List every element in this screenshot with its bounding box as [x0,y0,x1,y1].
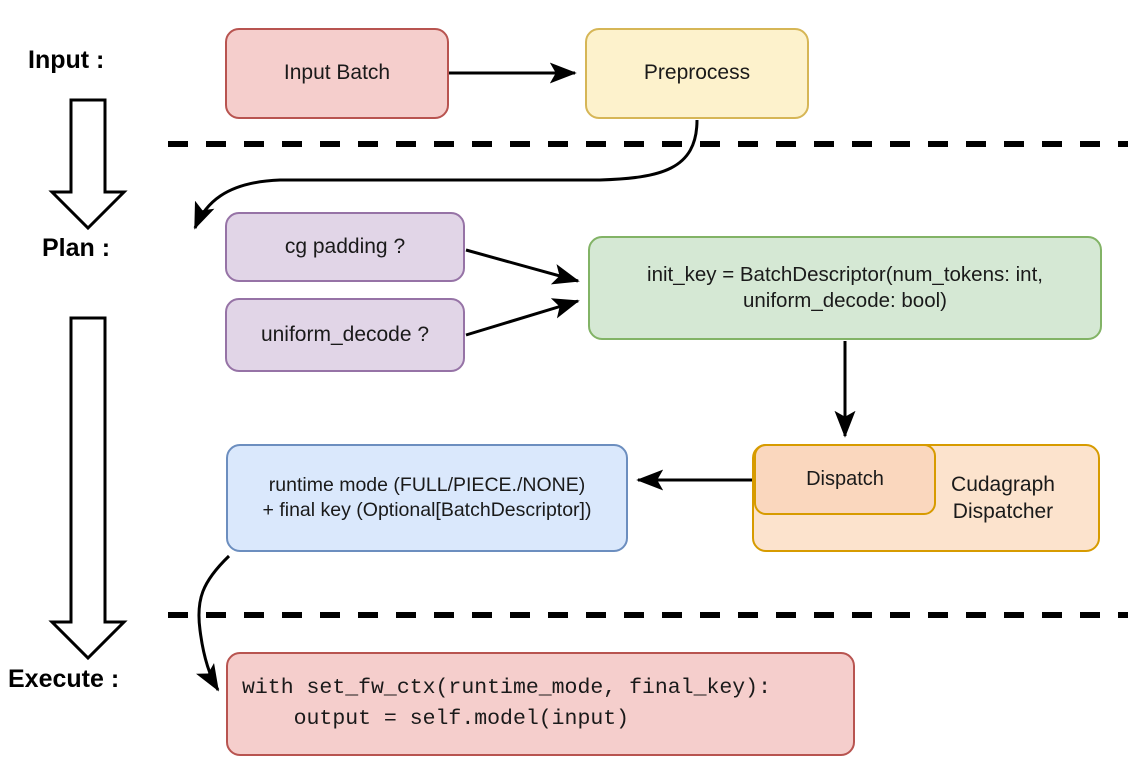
edge-uniform-decode-to-init-key [465,298,580,337]
node-input-batch-label: Input Batch [283,61,391,85]
node-init-key-line1: init_key = BatchDescriptor(num_tokens: i… [647,262,1043,286]
stage-label-execute: Execute : [8,665,120,693]
edge-cg-padding-to-init-key [465,248,580,285]
node-runtime-mode[interactable]: runtime mode (FULL/PIECE./NONE) + final … [226,444,628,552]
node-exec-code[interactable]: with set_fw_ctx(runtime_mode, final_key)… [226,652,855,756]
node-dispatch[interactable]: Dispatch [754,444,936,515]
node-init-key-line2: uniform_decode: bool) [743,289,947,312]
edge-runtime-mode-to-exec-code [196,554,231,692]
node-uniform-decode[interactable]: uniform_decode ? [225,298,465,372]
plan-to-execute-flow-arrow [48,316,128,661]
input-to-plan-flow-arrow [48,98,128,231]
stage-label-input: Input : [28,46,105,74]
node-uniform-decode-label: uniform_decode ? [260,322,430,346]
node-cudagraph-dispatcher-label: Cudagraph Dispatcher [951,472,1055,523]
node-dispatch-label: Dispatch [806,467,884,490]
node-preprocess-label: Preprocess [643,61,751,85]
node-cg-padding[interactable]: cg padding ? [225,212,465,282]
node-preprocess[interactable]: Preprocess [585,28,809,119]
node-exec-code-line1: with set_fw_ctx(runtime_mode, final_key)… [242,675,771,700]
node-runtime-mode-line2: + final key (Optional[BatchDescriptor]) [262,499,592,521]
stage-label-plan: Plan : [42,234,111,262]
node-init-key[interactable]: init_key = BatchDescriptor(num_tokens: i… [588,236,1102,340]
node-exec-code-line2: output = self.model(input) [242,707,630,731]
node-runtime-mode-line1: runtime mode (FULL/PIECE./NONE) [268,474,586,497]
node-input-batch[interactable]: Input Batch [225,28,449,119]
node-cg-padding-label: cg padding ? [284,234,406,258]
